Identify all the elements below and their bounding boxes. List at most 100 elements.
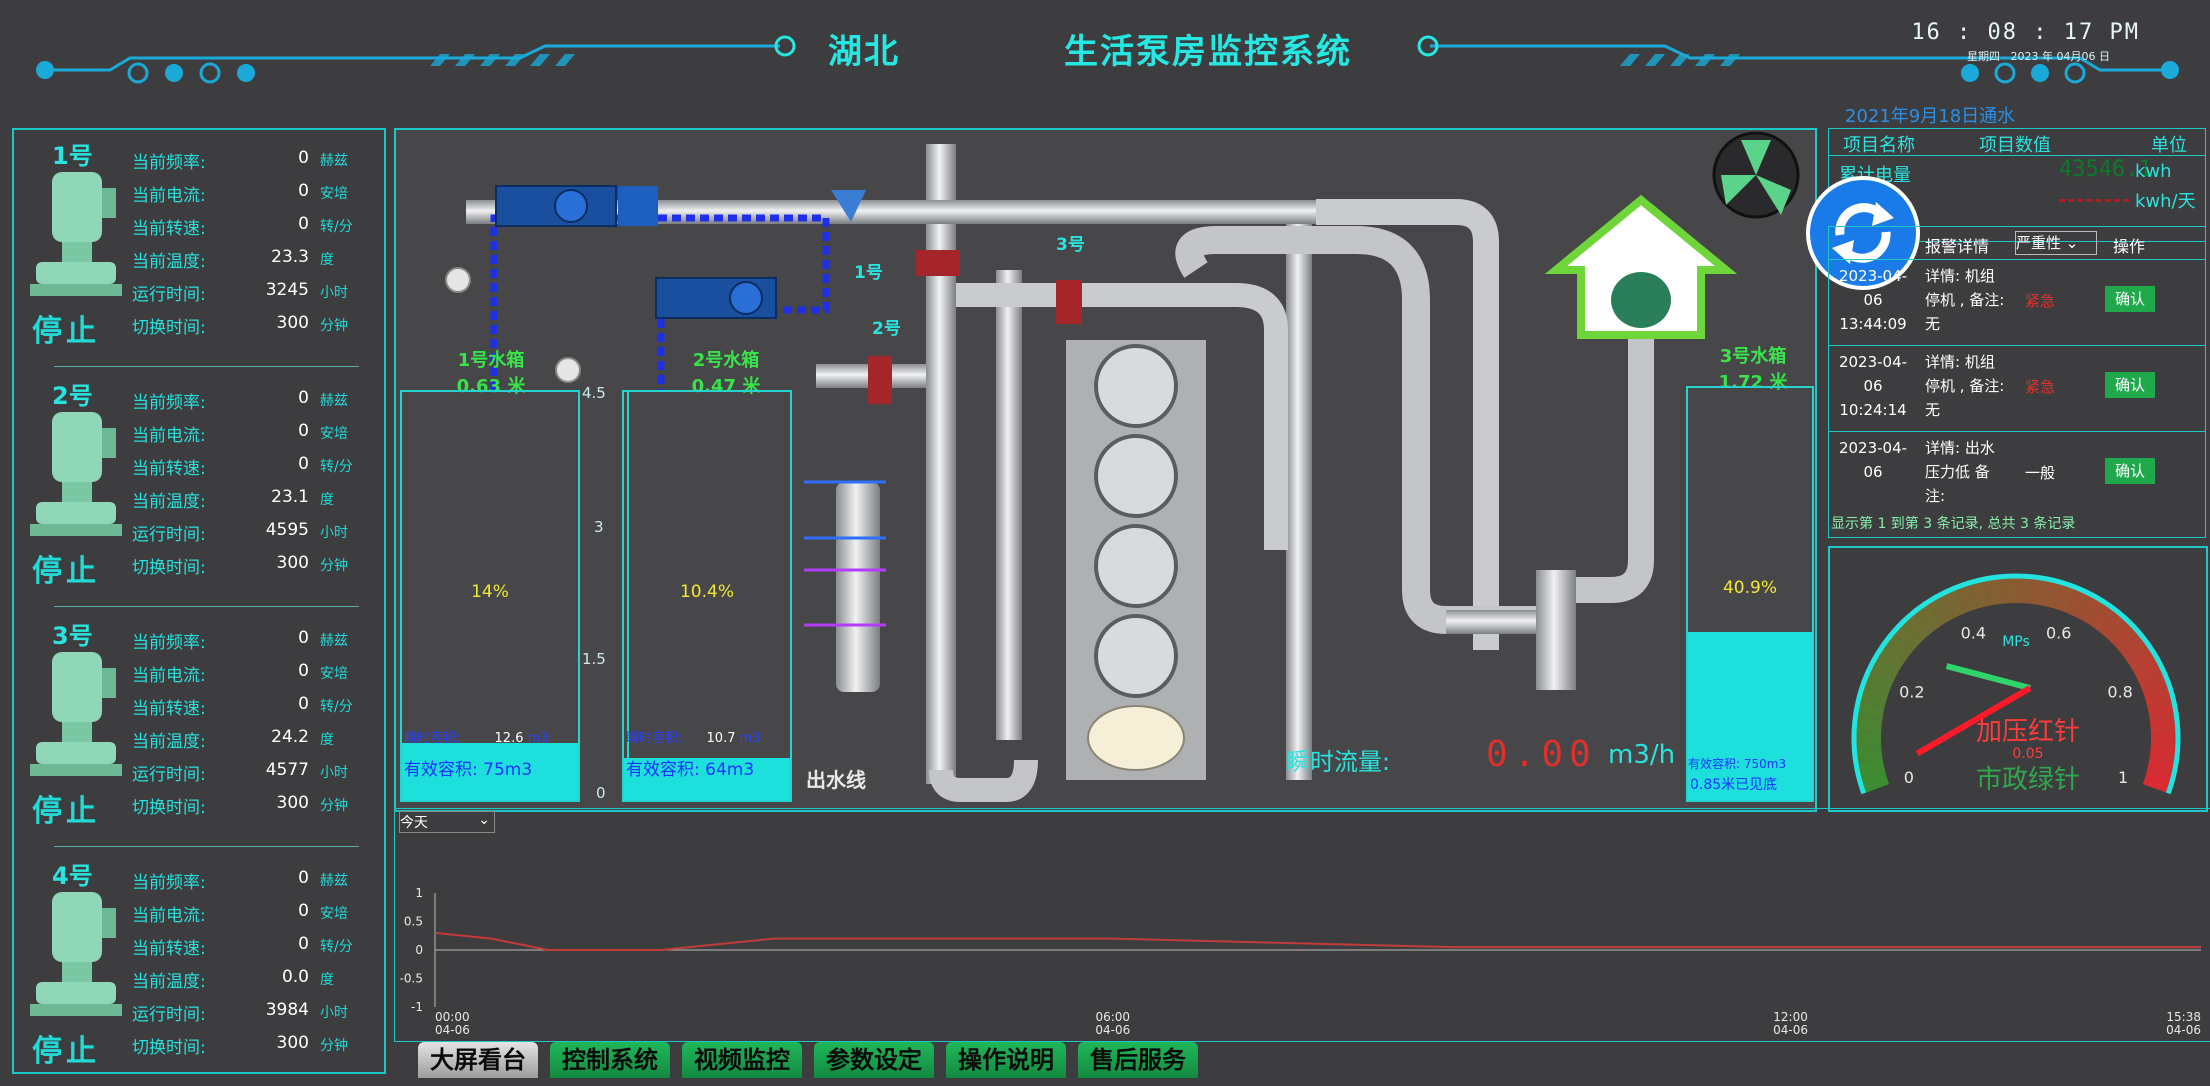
energy-row-unit: kwh	[2135, 161, 2172, 182]
weekday: 星期四	[1967, 50, 2000, 63]
metric-unit: 分钟	[320, 795, 348, 815]
pump-metric-row: 当前电流: 0 安培	[132, 421, 377, 451]
gauge-tick-label: 1	[2118, 768, 2128, 787]
trend-y-tick: 0.5	[404, 915, 423, 929]
pump-motor-icon	[26, 648, 126, 784]
metric-value: 0	[298, 214, 309, 234]
tank1-instant-unit: m3	[528, 731, 549, 746]
metric-value: 300	[277, 1033, 309, 1053]
tank1-instant: 瞬时容积: 12.6 m3	[404, 727, 549, 746]
pump-metric-row: 当前温度: 0.0 度	[132, 967, 377, 997]
metric-unit: 赫兹	[320, 630, 348, 650]
metric-value: 23.1	[271, 487, 309, 507]
metric-label: 当前频率:	[132, 868, 206, 893]
gauge-arc-segment	[2155, 775, 2159, 789]
tank3-name: 3号水箱	[1688, 342, 1818, 368]
scale-tick: 1.5	[582, 650, 606, 668]
pump-status: 停止	[32, 786, 100, 830]
severity-filter-label: 严重性	[2016, 234, 2061, 252]
metric-label: 当前转速:	[132, 454, 206, 479]
metric-unit: 安培	[320, 183, 348, 203]
metric-label: 当前电流:	[132, 421, 206, 446]
metric-unit: 度	[320, 729, 334, 749]
gauge-arc-segment	[1873, 775, 1877, 789]
metric-unit: 转/分	[320, 216, 353, 236]
pump-metric-row: 当前频率: 0 赫兹	[132, 148, 377, 178]
metric-label: 当前电流:	[132, 661, 206, 686]
metric-value: 0	[298, 868, 309, 888]
date: 2023 年 04月06 日	[2011, 50, 2110, 63]
nav-button-video[interactable]: 视频监控	[682, 1042, 802, 1078]
tank1-name: 1号水箱	[396, 346, 586, 372]
trend-y-tick: 0	[415, 943, 423, 957]
metric-label: 切换时间:	[132, 553, 206, 578]
nav-button-control[interactable]: 控制系统	[550, 1042, 670, 1078]
metric-value: 0	[298, 628, 309, 648]
energy-header-unit: 单位	[2151, 131, 2187, 157]
nav-button-params[interactable]: 参数设定	[814, 1042, 934, 1078]
gauge-arc-segment	[1868, 747, 1870, 761]
tank2-instant: 瞬时容积: 10.7 m3	[626, 727, 761, 746]
gauge-arc-segment	[1974, 593, 1988, 596]
flow-value: 0.00	[1486, 734, 1597, 775]
pump-metric-row: 运行时间: 4577 小时	[132, 760, 377, 790]
trend-x-tick: 15:38	[2166, 1010, 2201, 1024]
tank2-volume: 有效容积: 64m3	[626, 755, 754, 780]
metric-label: 当前频率:	[132, 388, 206, 413]
alarm-row: 2023-04-06 详情: 出水压力低 备注: 一般 确认	[1829, 431, 2205, 516]
metric-value: 4577	[266, 760, 309, 780]
metric-value: 3984	[266, 1000, 309, 1020]
pump-divider	[54, 846, 359, 847]
gauge-arc-segment	[2156, 691, 2160, 705]
gauge-arc-segment	[2129, 642, 2138, 653]
gauge-tick-label: 0	[1904, 768, 1914, 787]
metric-unit: 度	[320, 489, 334, 509]
metric-unit: 转/分	[320, 456, 353, 476]
tank2-percent: 10.4%	[624, 582, 790, 602]
metric-label: 当前电流:	[132, 901, 206, 926]
pump-panel: 1号 停止 当前频率: 0 赫兹 当前电流: 0 安培 当前转速: 0 转/分 …	[12, 128, 386, 1074]
gauge-arc-segment	[2002, 590, 2016, 591]
gauge-arc-segment	[2151, 678, 2156, 691]
metric-value: 4595	[266, 520, 309, 540]
metric-value: 3245	[266, 280, 309, 300]
gauge-arc-segment	[1913, 622, 1924, 631]
confirm-button[interactable]: 确认	[2105, 286, 2155, 312]
confirm-button[interactable]: 确认	[2105, 372, 2155, 398]
metric-label: 当前频率:	[132, 628, 206, 653]
pump-metric-row: 当前电流: 0 安培	[132, 901, 377, 931]
metric-value: 300	[277, 793, 309, 813]
trend-x-tick-date: 04-06	[435, 1023, 470, 1037]
nav-button-manual[interactable]: 操作说明	[946, 1042, 1066, 1078]
trend-x-tick-date: 04-06	[1773, 1023, 1808, 1037]
tank1-volume: 有效容积: 75m3	[404, 755, 532, 780]
green-needle	[1947, 666, 2030, 688]
gauge-arc-segment	[2163, 719, 2164, 733]
pump-card: 1号 停止 当前频率: 0 赫兹 当前电流: 0 安培 当前转速: 0 转/分 …	[14, 130, 384, 366]
pump-metric-row: 运行时间: 3245 小时	[132, 280, 377, 310]
trend-x-tick: 06:00	[1095, 1010, 1130, 1024]
flow-label: 瞬时流量:	[1286, 742, 1390, 777]
gauge-unit: MPs	[2002, 634, 2030, 650]
confirm-button[interactable]: 确认	[2105, 458, 2155, 484]
severity-filter[interactable]: 严重性 ⌄	[2015, 231, 2097, 255]
page-title: 生活泵房监控系统	[1064, 24, 1352, 73]
alarm-footer: 显示第 1 到第 3 条记录, 总共 3 条记录	[1831, 513, 2075, 533]
metric-unit: 小时	[320, 282, 348, 302]
trend-x-tick: 00:00	[435, 1010, 470, 1024]
gauge-arc-segment	[2162, 747, 2164, 761]
metric-unit: 小时	[320, 762, 348, 782]
gauge-arc-segment	[1948, 601, 1961, 607]
nav-button-dashboard[interactable]: 大屏看台	[418, 1042, 538, 1078]
nav-button-service[interactable]: 售后服务	[1078, 1042, 1198, 1078]
metric-label: 运行时间:	[132, 280, 206, 305]
pump-metric-row: 运行时间: 3984 小时	[132, 1000, 377, 1030]
metric-label: 当前转速:	[132, 694, 206, 719]
metric-value: 0	[298, 421, 309, 441]
metric-unit: 转/分	[320, 696, 353, 716]
metric-value: 0	[298, 454, 309, 474]
alarm-header-detail: 报警详情	[1925, 233, 1989, 257]
trend-x-tick-date: 04-06	[2166, 1023, 2201, 1037]
metric-unit: 安培	[320, 423, 348, 443]
